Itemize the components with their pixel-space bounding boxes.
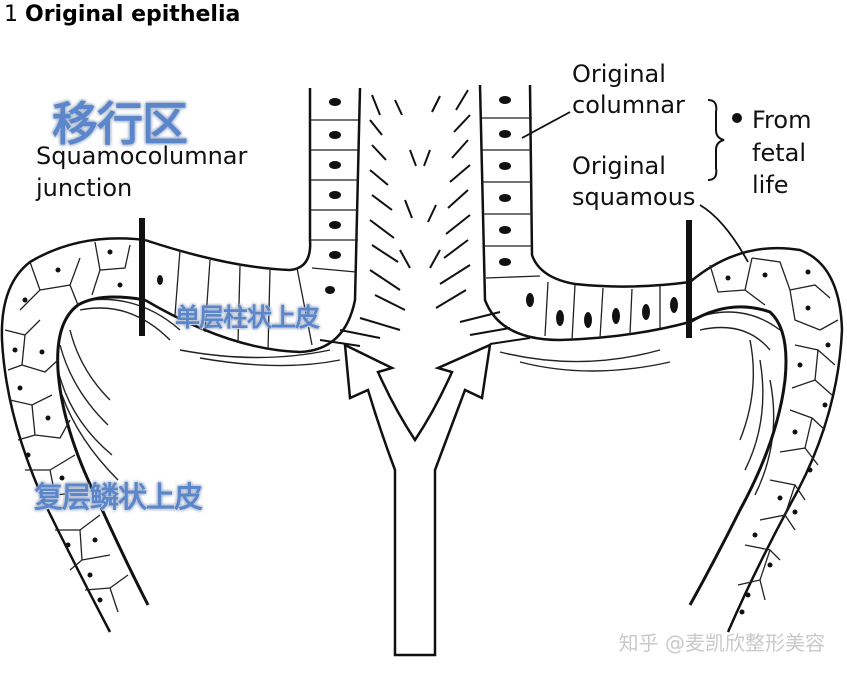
fetal-brace <box>708 100 724 180</box>
canal-flow-arrow <box>345 345 490 655</box>
original-squamous-label-line2: squamous <box>572 181 695 213</box>
canal-hatching <box>320 90 530 346</box>
scj-label-line2: junction <box>36 172 132 204</box>
from-fetal-label-line1: From <box>752 104 811 136</box>
figure-title: 1 Original epithelia <box>4 2 240 27</box>
from-fetal-label-line3: life <box>752 169 789 201</box>
left-junction-marker <box>139 218 145 336</box>
transformation-zone-overlay: 移行区 <box>52 88 187 154</box>
fetal-bullet <box>732 113 742 123</box>
stratified-squamous-overlay: 复层鳞状上皮 <box>34 474 202 516</box>
original-columnar-label-line1: Original <box>572 58 666 90</box>
watermark: 知乎 @麦凯欣整形美容 <box>619 627 825 656</box>
from-fetal-label-line2: fetal <box>752 137 806 169</box>
right-basement-line <box>690 307 786 605</box>
original-columnar-label-line2: columnar <box>572 89 685 121</box>
original-squamous-label-line1: Original <box>572 150 666 182</box>
figure-title-text: Original epithelia <box>25 2 240 27</box>
simple-columnar-overlay: 单层柱状上皮 <box>175 298 319 334</box>
figure-number: 1 <box>4 2 18 27</box>
right-epithelium-outline <box>690 248 842 632</box>
